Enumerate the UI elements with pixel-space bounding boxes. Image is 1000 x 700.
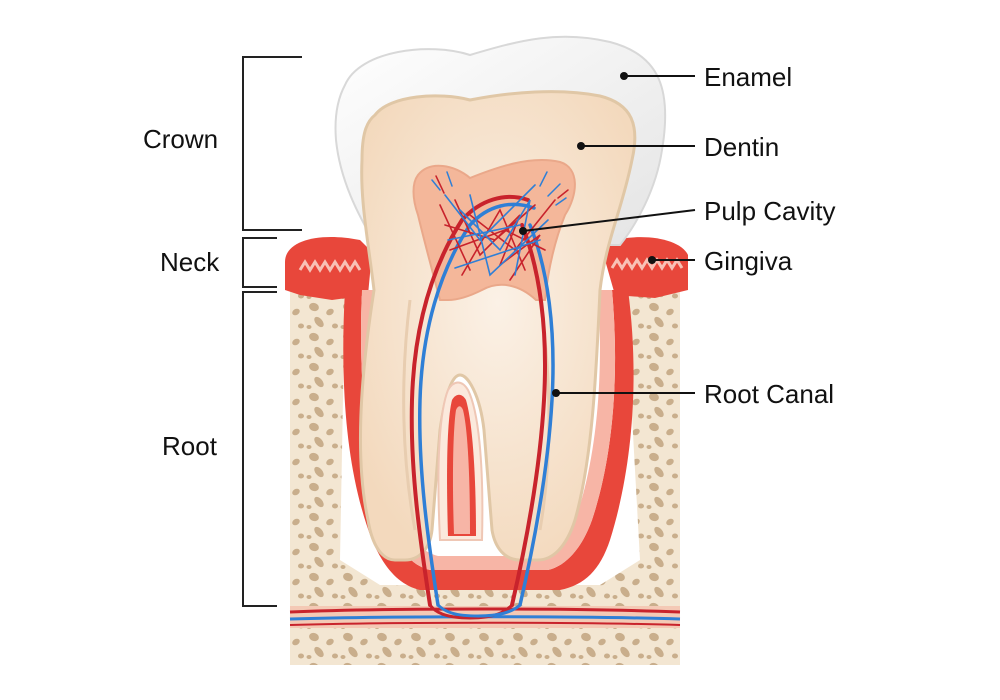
root-bracket: [242, 291, 277, 607]
region-label-crown: Crown: [143, 124, 218, 154]
part-label-enamel: Enamel: [704, 62, 792, 92]
root-contours: [402, 299, 551, 541]
gingiva-tissue: [285, 236, 688, 300]
part-label-root-canal: Root Canal: [704, 379, 834, 409]
neck-bracket: [242, 237, 277, 288]
part-label-gingiva: Gingiva: [704, 246, 793, 276]
region-label-root: Root: [162, 431, 218, 461]
region-label-neck: Neck: [160, 247, 220, 277]
region-brackets: [242, 56, 302, 607]
part-label-dentin: Dentin: [704, 132, 779, 162]
leader-pulp-cavity: [522, 209, 696, 232]
leader-dots: [519, 72, 656, 397]
part-label-pulp-cavity: Pulp Cavity: [704, 196, 836, 226]
blood-vessels: [409, 171, 569, 620]
leader-lines: [522, 75, 696, 394]
crown-bracket: [242, 56, 302, 231]
